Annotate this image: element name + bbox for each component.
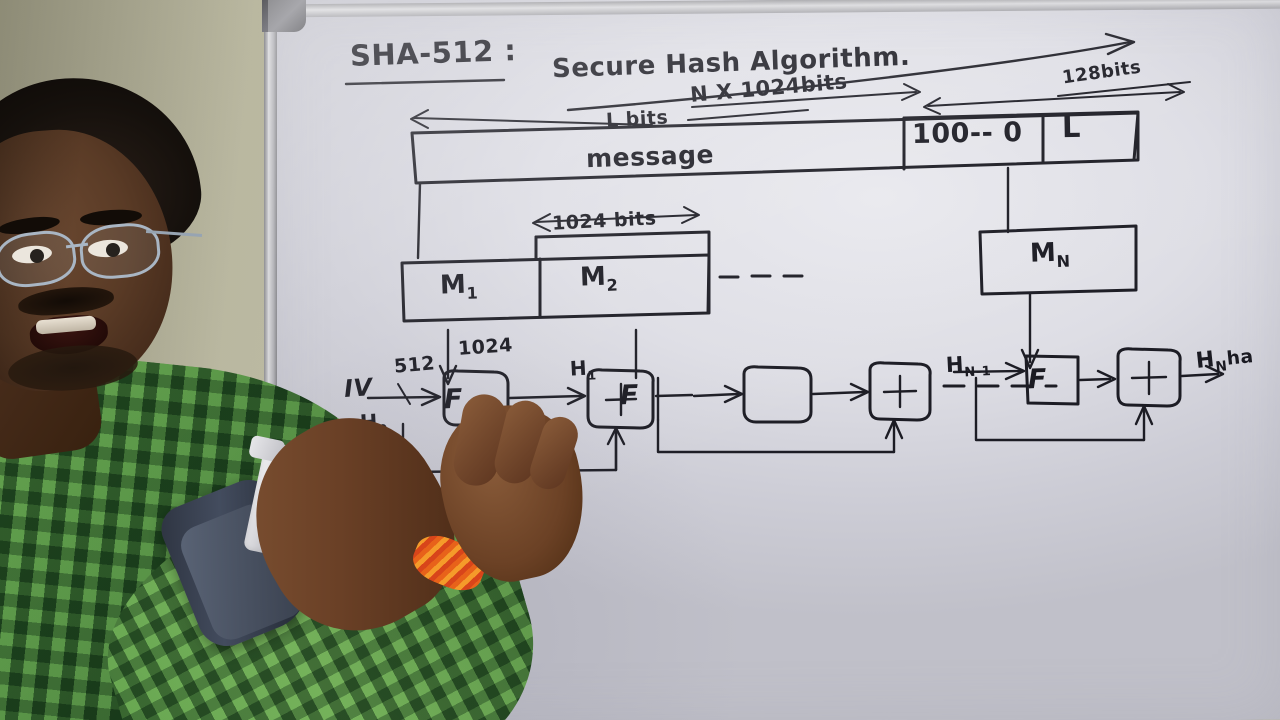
mn-sub: N (1056, 251, 1071, 271)
block-label-m2: M2 (579, 261, 618, 295)
presenter-pupil-right (106, 243, 120, 257)
h1-sub: 1 (587, 367, 598, 383)
label-hn-minus-1: HN-1 (945, 351, 991, 382)
hnm1-sub: N-1 (964, 364, 992, 381)
label-output-hash: HNha (1195, 343, 1255, 377)
presenter-pupil-left (30, 249, 44, 263)
label-1024-width: 1024 (457, 334, 514, 360)
hnm1-letter: H (945, 352, 965, 378)
m2-letter: M (579, 261, 607, 293)
hn-letter: H (1194, 347, 1217, 374)
m1-sub: 1 (466, 283, 479, 303)
whiteboard-frame-corner (262, 0, 306, 32)
m2-sub: 2 (606, 275, 619, 295)
h1-letter: H (569, 355, 588, 381)
mn-letter: M (1029, 237, 1057, 269)
function-box-label-n: F (1027, 363, 1048, 396)
block-label-length: L (1061, 109, 1082, 145)
block-label-message: message (585, 139, 715, 174)
label-l-bits: L bits (605, 106, 669, 132)
presenter (0, 60, 600, 720)
label-h1: H1 (569, 355, 597, 383)
function-box-label-2: F (619, 379, 640, 412)
block-label-padding: 100-- 0 (911, 117, 1023, 150)
hn-suffix: ha (1225, 346, 1255, 370)
block-label-mn: MN (1029, 237, 1070, 272)
